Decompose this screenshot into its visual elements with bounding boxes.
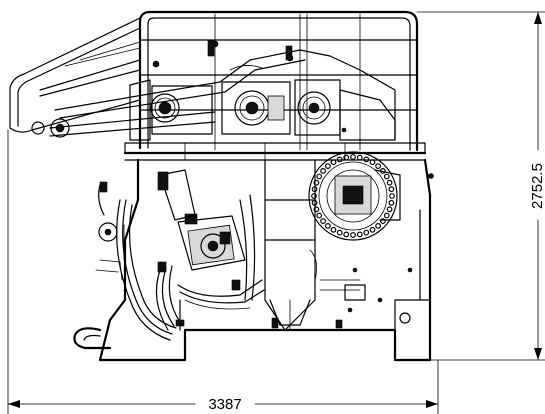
ring-bolt: [320, 167, 327, 174]
ring-bolt: [386, 179, 393, 186]
ring-bolt: [316, 212, 323, 219]
ring-bolt: [383, 212, 390, 219]
hydraulic-hoses: [95, 181, 343, 341]
ring-bolt: [350, 154, 356, 160]
deck: [123, 142, 427, 161]
boom-arm: [9, 17, 396, 141]
ring-bolt: [313, 179, 320, 186]
ring-bolt: [380, 167, 386, 174]
ring-bolt: [356, 231, 363, 238]
drive-drums: [150, 79, 396, 141]
ring-bolt: [325, 163, 331, 170]
ring-bolt: [363, 229, 370, 236]
ring-bolt: [389, 193, 395, 199]
ring-bolt: [388, 186, 395, 193]
ring-bolt: [350, 232, 356, 238]
ring-bolt: [316, 173, 323, 180]
ring-bolt: [320, 218, 327, 225]
height-dimension-label: 2752.5: [529, 163, 545, 209]
ring-bolt: [330, 159, 337, 166]
ring-bolt: [383, 173, 390, 180]
ring-bolt: [380, 218, 386, 225]
ring-bolt: [343, 154, 350, 161]
guard-rail: [138, 10, 419, 152]
ring-bolt: [325, 222, 331, 229]
ring-bolt: [363, 156, 370, 163]
ring-bolt: [343, 231, 350, 238]
ring-bolt: [330, 226, 337, 233]
height-dimension: 2752.5: [416, 11, 545, 361]
ring-bolt: [336, 156, 343, 163]
ring-bolt: [369, 226, 376, 233]
tow-hook: [73, 327, 112, 350]
ring-bolt: [313, 206, 320, 213]
ring-bolt: [311, 193, 317, 199]
ring-bolt: [388, 199, 395, 206]
bolts: [152, 39, 434, 313]
ring-bolt: [356, 154, 363, 161]
ring-bolt: [375, 163, 382, 170]
ring-bolt: [311, 186, 318, 193]
gear-motor: [157, 169, 246, 271]
ring-bolt: [336, 229, 343, 236]
width-dimension-label: 3387: [208, 396, 241, 413]
width-dimension: 3387: [7, 129, 439, 414]
slewing-ring: [308, 151, 401, 241]
ring-bolt: [375, 222, 382, 229]
ring-bolt: [386, 206, 393, 213]
ring-bolt: [369, 159, 376, 166]
chassis: [98, 158, 432, 362]
ring-bolt: [311, 199, 318, 206]
